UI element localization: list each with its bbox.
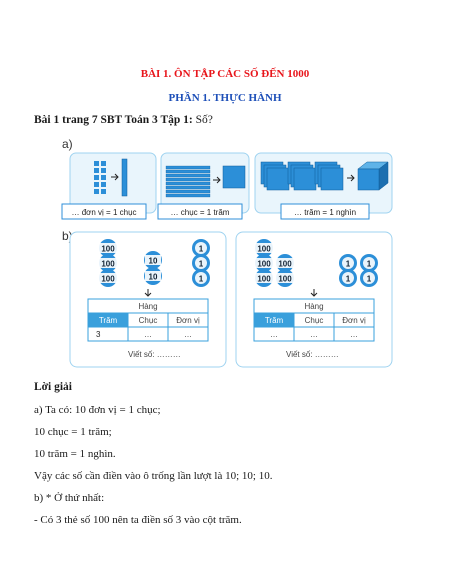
svg-text:1: 1 [367, 275, 372, 284]
svg-text:10: 10 [149, 257, 158, 266]
caption-box-hundreds [280, 203, 370, 220]
number-card-1: 1 [360, 269, 378, 287]
solution-line: 10 trăm = 1 nghìn. [34, 448, 116, 460]
svg-text:1: 1 [346, 275, 351, 284]
caption-box-tens [157, 203, 243, 220]
svg-text:100: 100 [278, 260, 292, 269]
solution-line: 10 chục = 1 trăm; [34, 426, 112, 438]
svg-text:Trăm: Trăm [99, 316, 118, 325]
number-card-1: 1 [192, 269, 210, 287]
svg-text:Hàng: Hàng [138, 302, 157, 311]
svg-text:Đơn vị: Đơn vị [342, 316, 366, 325]
hundred-flat-icon [222, 165, 246, 189]
caption-tens: … chục = 1 trăm [171, 208, 230, 217]
place-value-table-right: Hàng Trăm Chục Đơn vị … … … [253, 298, 375, 342]
svg-text:…: … [310, 330, 318, 339]
hundred-flats-stack-icon [260, 161, 344, 191]
arrow-right-icon [213, 176, 221, 184]
arrow-right-icon [111, 173, 119, 181]
number-card-100: 100 [254, 269, 274, 287]
number-card-100: 100 [98, 239, 118, 257]
solution-line: a) Ta có: 10 đơn vị = 1 chục; [34, 404, 161, 416]
number-card-100: 100 [254, 254, 274, 272]
svg-text:100: 100 [101, 260, 115, 269]
caption-box-ones [61, 203, 147, 220]
svg-text:Trăm: Trăm [265, 316, 284, 325]
ten-rod-icon [121, 158, 128, 197]
svg-text:1: 1 [199, 245, 204, 254]
svg-text:100: 100 [101, 245, 115, 254]
number-card-100: 100 [275, 254, 295, 272]
svg-text:Chục: Chục [305, 316, 324, 325]
place-value-table-left: Hàng Trăm Chục Đơn vị 3 … … [87, 298, 209, 342]
solution-line: b) * Ở thứ nhất: [34, 492, 105, 504]
thousand-cube-icon [357, 161, 389, 191]
svg-text:1: 1 [199, 260, 204, 269]
number-card-1: 1 [192, 239, 210, 257]
part-a-label: a) [62, 137, 73, 151]
svg-text:…: … [144, 330, 152, 339]
number-card-1: 1 [192, 254, 210, 272]
svg-text:100: 100 [257, 245, 271, 254]
unit-cubes-icon [94, 161, 106, 194]
svg-text:Chục: Chục [139, 316, 158, 325]
arrow-down-icon [144, 289, 152, 297]
svg-text:Hàng: Hàng [304, 302, 323, 311]
question-label: Bài 1 trang 7 SBT Toán 3 Tập 1: [34, 114, 193, 126]
svg-text:100: 100 [257, 275, 271, 284]
number-card-100: 100 [254, 239, 274, 257]
svg-text:10: 10 [149, 273, 158, 282]
number-card-10: 10 [144, 251, 162, 269]
svg-text:3: 3 [96, 330, 101, 339]
svg-text:…: … [184, 330, 192, 339]
svg-text:1: 1 [346, 260, 351, 269]
number-card-100: 100 [275, 269, 295, 287]
caption-hundreds: … trăm = 1 nghìn [294, 208, 356, 217]
exercise-figure: a) … đơn vị = 1 chục … chục = 1 trăm … t… [61, 137, 393, 368]
arrow-right-icon [347, 174, 355, 182]
number-card-1: 1 [339, 269, 357, 287]
number-card-1: 1 [339, 254, 357, 272]
caption-ones: … đơn vị = 1 chục [71, 208, 136, 217]
solution-heading: Lời giải [34, 381, 72, 393]
question-line: Bài 1 trang 7 SBT Toán 3 Tập 1: Số? [34, 114, 213, 126]
number-card-100: 100 [98, 269, 118, 287]
number-card-10: 10 [144, 267, 162, 285]
svg-text:…: … [270, 330, 278, 339]
ten-rods-icon [165, 165, 211, 198]
section-title: PHẦN 1. THỰC HÀNH [168, 92, 282, 104]
number-card-1: 1 [360, 254, 378, 272]
page-title: BÀI 1. ÔN TẬP CÁC SỐ ĐẾN 1000 [140, 68, 310, 80]
write-number-left: Viết số: ……… [128, 350, 181, 359]
svg-text:1: 1 [199, 275, 204, 284]
write-number-right: Viết số: ……… [286, 350, 339, 359]
svg-text:1: 1 [367, 260, 372, 269]
question-text: Số? [192, 114, 213, 126]
svg-text:Đơn vị: Đơn vị [176, 316, 200, 325]
solution-line: - Có 3 thẻ số 100 nên ta điền số 3 vào c… [34, 514, 242, 526]
part-b-label: b) [62, 229, 73, 243]
svg-text:100: 100 [101, 275, 115, 284]
solution-line: Vậy các số cần điền vào ô trống lần lượt… [34, 470, 273, 482]
number-card-100: 100 [98, 254, 118, 272]
arrow-down-icon [310, 289, 318, 297]
svg-text:100: 100 [278, 275, 292, 284]
svg-text:…: … [350, 330, 358, 339]
svg-text:100: 100 [257, 260, 271, 269]
